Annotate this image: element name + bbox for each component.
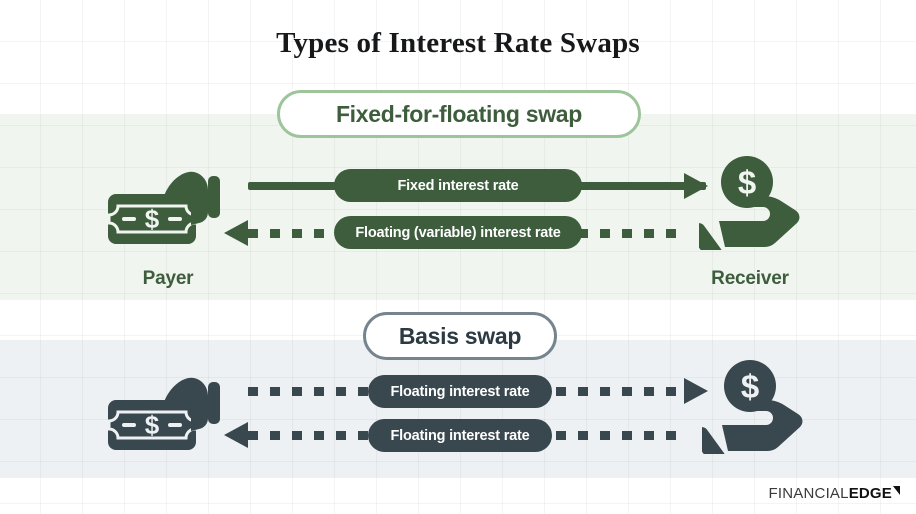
logo-text-financial: FINANCIAL [768,485,849,502]
entity-label-receiver: Receiver [711,268,789,289]
hand-receiving-dollar-coin-icon-basis: $ [692,359,806,466]
flow-label-floating-variable-interest-rate: Floating (variable) interest rate [334,216,582,249]
logo-text-edge: EDGE [848,485,892,502]
svg-text:$: $ [145,410,160,440]
entity-label-payer: Payer [142,268,194,289]
flow-label-basis-floating-rate-incoming: Floating interest rate [368,419,552,452]
section-heading-fixed-for-floating: Fixed-for-floating swap [277,90,641,138]
hand-receiving-dollar-coin-icon: $ [689,155,803,262]
corner-flag-icon [893,486,900,495]
flow-label-fixed-interest-rate: Fixed interest rate [334,169,582,202]
svg-text:$: $ [741,368,759,405]
svg-text:$: $ [738,164,756,201]
page-title: Types of Interest Rate Swaps [276,27,640,59]
hand-holding-banknote-icon-basis: $ [107,372,220,459]
brand-logo: FINANCIAL EDGE [769,485,900,502]
hand-holding-banknote-icon: $ [107,166,220,253]
flow-label-basis-floating-rate-outgoing: Floating interest rate [368,375,552,408]
svg-text:$: $ [145,204,160,234]
section-heading-basis: Basis swap [363,312,557,360]
